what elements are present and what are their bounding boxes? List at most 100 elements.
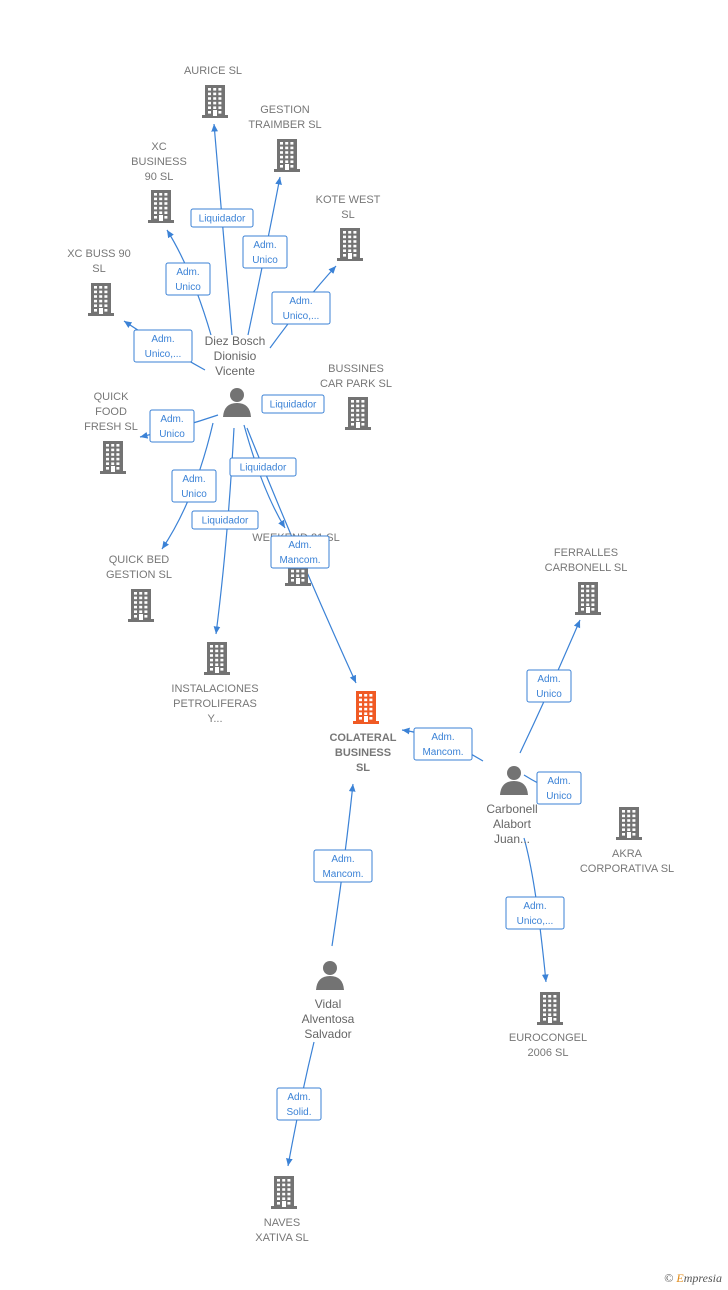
building-icon xyxy=(353,691,379,724)
building-icon xyxy=(345,397,371,430)
edge-label-carbonell-to-colateral[interactable]: Adm. Mancom. xyxy=(413,727,473,761)
node-label-line: KOTE WEST xyxy=(316,194,381,206)
node-label: BUSSINES CAR PARK SL xyxy=(320,363,392,390)
company-node-ferralles[interactable]: FERRALLES CARBONELL SL xyxy=(545,547,628,615)
brand-name: mpresia xyxy=(683,1271,722,1285)
edge-label-text: Adm. xyxy=(182,474,205,485)
node-label-line: XATIVA SL xyxy=(255,1232,308,1244)
company-node-bussines-car[interactable]: BUSSINES CAR PARK SL xyxy=(320,363,392,430)
node-label-line: BUSSINES xyxy=(328,363,384,375)
building-icon xyxy=(337,228,363,261)
edge-label-text: Unico,... xyxy=(145,349,182,360)
node-label-line: Alventosa xyxy=(302,1012,355,1026)
edge-label-carbonell-to-eurocongel[interactable]: Adm.Unico,... xyxy=(505,896,565,930)
edge-label-diez-to-bussines_car[interactable]: Liquidador xyxy=(261,394,325,414)
node-label-line: CAR PARK SL xyxy=(320,378,392,390)
edge-label-text: Adm. xyxy=(289,296,312,307)
node-label-line: Vidal xyxy=(315,997,341,1011)
edge-label-text: Mancom. xyxy=(422,747,463,758)
company-node-naves[interactable]: NAVES XATIVA SL xyxy=(255,1176,309,1244)
building-icon xyxy=(148,190,174,223)
company-node-aurice[interactable]: AURICE SL xyxy=(184,65,242,118)
edge-label-diez-to-instalaciones[interactable]: Liquidador xyxy=(191,510,259,530)
edge-label-text: Adm. xyxy=(253,240,276,251)
node-label-line: NAVES xyxy=(264,1217,300,1229)
empresia-brand[interactable]: © Empresia xyxy=(664,1271,722,1286)
node-label-line: QUICK xyxy=(94,391,130,403)
copyright-symbol: © xyxy=(664,1271,674,1285)
edge-label-text: Liquidador xyxy=(202,516,249,527)
building-icon xyxy=(202,85,228,118)
edge-label-text: Liquidador xyxy=(199,214,246,225)
person-icon xyxy=(223,388,251,417)
company-node-kote-west[interactable]: KOTE WEST SL xyxy=(316,194,381,261)
edge-label-text: Adm. xyxy=(537,674,560,685)
edge-label-text: Liquidador xyxy=(270,400,317,411)
node-label-line: FRESH SL xyxy=(84,421,138,433)
edge-label-diez-to-colateral[interactable]: Adm.Mancom. xyxy=(270,535,330,569)
edge-label-diez-to-kote_west[interactable]: Adm. Unico,... xyxy=(271,291,331,325)
edge-label-diez-to-xc_buss[interactable]: Adm. Unico,... xyxy=(133,329,193,363)
node-label-line: Alabort xyxy=(493,817,532,831)
node-label-line: BUSINESS xyxy=(335,747,391,759)
node-label-line: Juan... xyxy=(494,832,530,846)
node-label-line: GESTION SL xyxy=(106,569,172,581)
edge-label-diez-to-quick_bed[interactable]: Adm.Unico xyxy=(171,469,217,503)
person-node-carbonell[interactable]: CarbonellAlabortJuan... xyxy=(486,766,538,846)
edge-label-diez-to-quick_food[interactable]: Adm.Unico xyxy=(149,409,195,443)
node-label-line: EUROCONGEL xyxy=(509,1032,587,1044)
edge-label-text: Unico xyxy=(175,282,201,293)
edge-diez-to-aurice xyxy=(211,123,233,336)
node-label-line: CARBONELL SL xyxy=(545,562,628,574)
company-node-instalaciones[interactable]: INSTALACIONESPETROLIFERASY... xyxy=(171,642,259,725)
edge-label-text: Adm. xyxy=(287,1092,310,1103)
edge-label-text: Unico,... xyxy=(283,311,320,322)
edge-label-carbonell-to-akra[interactable]: Adm.Unico xyxy=(536,771,582,805)
node-label-line: SL xyxy=(341,209,354,221)
edge-label-vidal-to-naves[interactable]: Adm.Solid. xyxy=(276,1087,322,1121)
node-label-line: Dionisio xyxy=(214,349,257,363)
edge-label-carbonell-to-ferralles[interactable]: Adm.Unico xyxy=(526,669,572,703)
node-label-line: XC BUSS 90 xyxy=(67,248,131,260)
node-label-line: Carbonell xyxy=(486,802,537,816)
building-icon xyxy=(575,582,601,615)
building-icon xyxy=(616,807,642,840)
edge-label-text: Mancom. xyxy=(279,555,320,566)
edge-label-text: Unico xyxy=(252,255,278,266)
edge-label-text: Adm. xyxy=(160,414,183,425)
edge-label-vidal-to-colateral[interactable]: Adm.Mancom. xyxy=(313,849,373,883)
edge-label-text: Unico xyxy=(546,791,572,802)
person-icon xyxy=(316,961,344,990)
edge-label-text: Adm. xyxy=(431,732,454,743)
node-label-line: PETROLIFERAS xyxy=(173,698,257,710)
edge-carbonell-to-eurocongel xyxy=(523,837,549,983)
edge-label-diez-to-xc_business[interactable]: Adm.Unico xyxy=(165,262,211,296)
node-label: NAVES XATIVA SL xyxy=(255,1217,308,1244)
edge-label-text: Adm. xyxy=(523,901,546,912)
edge-label-text: Adm. xyxy=(151,334,174,345)
node-label-line: FERRALLES xyxy=(554,547,618,559)
node-label-line: XC xyxy=(151,141,166,153)
edge-label-diez-to-gestion_traimber[interactable]: Adm. Unico xyxy=(242,235,288,269)
node-label-line: Diez Bosch xyxy=(205,334,266,348)
edge-label-diez-to-aurice[interactable]: Liquidador xyxy=(190,208,254,228)
edge-label-diez-to-weekend[interactable]: Liquidador xyxy=(229,457,297,477)
node-label-line: INSTALACIONES xyxy=(171,683,258,695)
